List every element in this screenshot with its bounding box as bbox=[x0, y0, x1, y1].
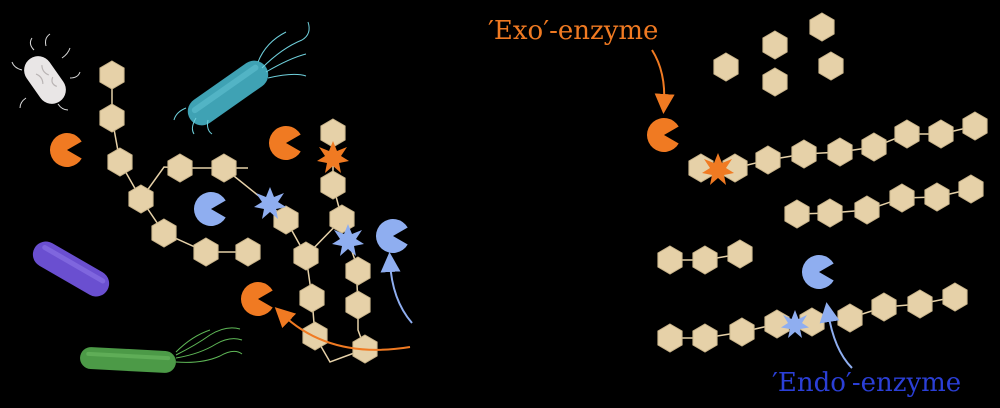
cleavage-burst-icon bbox=[254, 187, 286, 219]
flagella-icon bbox=[173, 21, 310, 135]
bacterium-green bbox=[80, 327, 243, 373]
sugar-units-left bbox=[99, 60, 378, 364]
bacterium-white bbox=[11, 33, 81, 111]
cleavage-burst-icon bbox=[332, 224, 364, 256]
right-panel bbox=[646, 12, 988, 369]
endo-enzyme-label: ′Endo′-enzyme bbox=[772, 368, 962, 398]
endo-enzyme-icon bbox=[375, 219, 408, 253]
arrow-icon bbox=[651, 49, 675, 114]
polysaccharide-branch-tree bbox=[111, 75, 366, 363]
bacterium-purple bbox=[32, 241, 110, 297]
arrow-icon bbox=[819, 302, 853, 369]
cleavage-burst-icon bbox=[317, 141, 349, 173]
chain-2 bbox=[784, 174, 984, 229]
exo-enzyme-icon bbox=[49, 133, 82, 167]
left-panel bbox=[11, 21, 413, 373]
chain-exo-target bbox=[688, 111, 988, 185]
cleavage-burst-icon bbox=[702, 153, 734, 185]
bacterium-cyan bbox=[173, 21, 310, 135]
exo-enzyme-label: ′Exo′-enzyme bbox=[488, 16, 659, 46]
exo-enzyme-icon bbox=[646, 118, 679, 152]
chain-endo-target bbox=[657, 282, 968, 353]
chain-3 bbox=[657, 239, 753, 275]
exo-enzyme-icon bbox=[268, 126, 301, 160]
flagella-icon bbox=[175, 327, 243, 363]
cleavage-burst-icon bbox=[781, 310, 809, 338]
exo-enzyme-icon bbox=[240, 282, 273, 316]
arrow-icon bbox=[274, 307, 411, 351]
arrow-icon bbox=[380, 252, 413, 324]
endo-enzyme-icon bbox=[193, 192, 226, 226]
endo-enzyme-icon bbox=[801, 255, 834, 289]
free-sugar-monomers bbox=[713, 12, 844, 97]
